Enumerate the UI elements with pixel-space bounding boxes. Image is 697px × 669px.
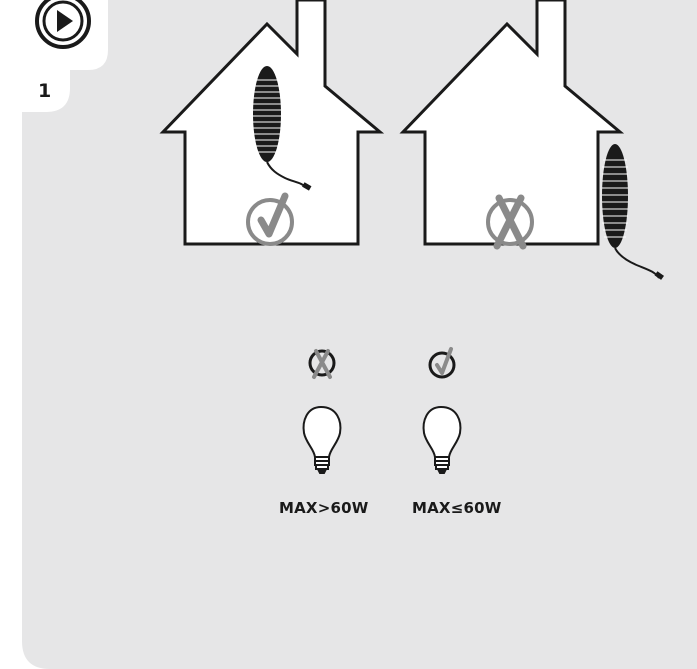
house-heater-inside bbox=[155, 0, 395, 260]
bulb-rule-forbidden bbox=[285, 345, 365, 475]
step-number: 1 bbox=[38, 80, 51, 102]
light-bulb-icon bbox=[424, 407, 461, 473]
house-outline bbox=[403, 0, 620, 244]
bulb-label-max-over-60w: MAX>60W bbox=[279, 499, 369, 517]
bulb-rule-allowed bbox=[405, 345, 485, 475]
house-heater-outside bbox=[395, 0, 685, 290]
play-icon[interactable] bbox=[15, 0, 115, 50]
cross-icon bbox=[310, 351, 334, 377]
check-icon bbox=[430, 349, 454, 377]
light-bulb-icon bbox=[304, 407, 341, 473]
bulb-label-max-up-to-60w: MAX≤60W bbox=[412, 499, 502, 517]
tower-heater-icon bbox=[602, 144, 664, 280]
